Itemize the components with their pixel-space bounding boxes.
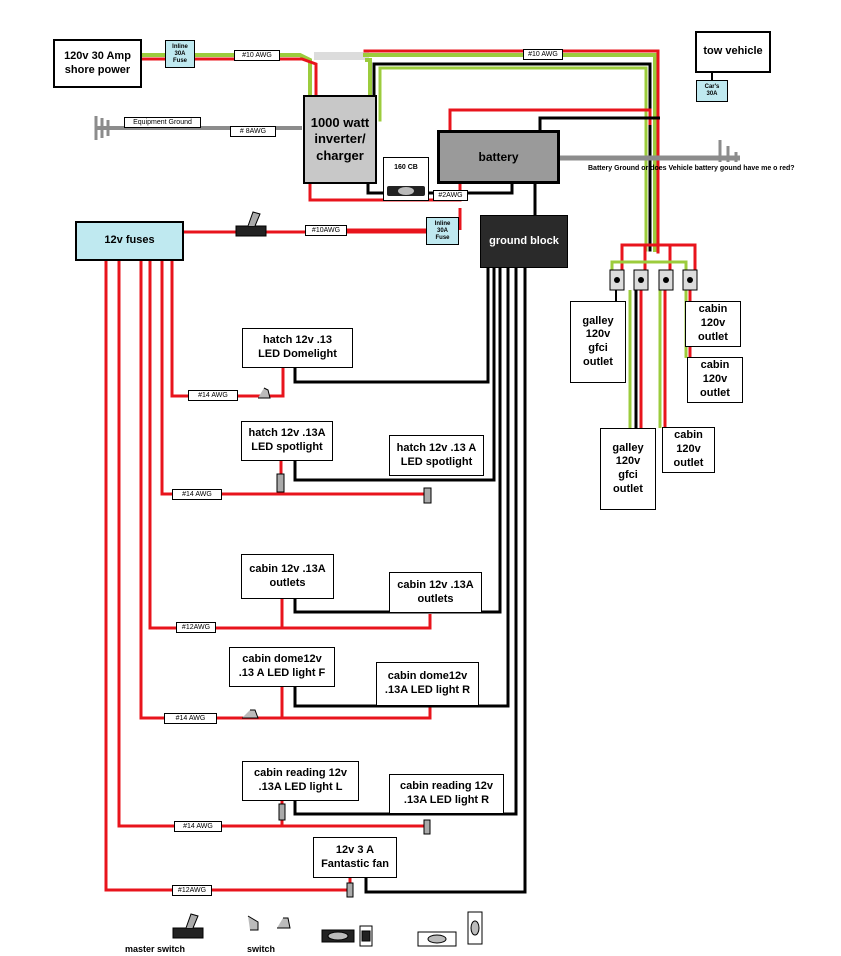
cars-fuse: Car's 30A	[696, 80, 728, 102]
inline-fuse-mid: Inline 30A Fuse	[426, 217, 459, 245]
load-fan: 12v 3 A Fantastic fan	[313, 837, 397, 878]
wire-label: #14 AWG	[188, 390, 238, 401]
inline-fuse-top: Inline 30A Fuse	[165, 40, 195, 68]
switch-icon	[242, 709, 259, 719]
circuit-breaker: 160 CB	[383, 157, 429, 201]
load-hatch-spot-r: hatch 12v .13 A LED spotlight	[389, 435, 484, 476]
switch-icon	[423, 819, 431, 835]
master-switch-inline	[235, 225, 267, 237]
main-feed	[183, 211, 428, 237]
load-cabin-dome-f: cabin dome12v .13 A LED light F	[229, 647, 335, 687]
ground-block: ground block	[480, 215, 568, 268]
shore-power: 120v 30 Amp shore power	[53, 39, 142, 88]
battery-ground-note: Battery Ground or does Vehicle battery g…	[588, 165, 795, 172]
load-hatch-dome: hatch 12v .13 LED Domelight	[242, 328, 353, 368]
switch-icon	[278, 803, 286, 821]
cb-label: 160 CB	[394, 164, 418, 171]
switch-icon	[277, 917, 291, 929]
fuses-panel: 12v fuses	[75, 221, 184, 261]
wire-label: # 8AWG	[230, 126, 276, 137]
load-cabin-dome-r: cabin dome12v .13A LED light R	[376, 662, 479, 706]
legend-icons	[172, 911, 483, 947]
positive-branches	[104, 260, 432, 892]
ac-branch-wires	[610, 243, 697, 428]
switch-symbols	[242, 387, 432, 898]
load-reading-r: cabin reading 12v .13A LED light R	[389, 774, 504, 814]
inverter-charger: 1000 watt inverter/ charger	[303, 95, 377, 184]
switch-icon	[346, 882, 354, 898]
master-switch-icon	[172, 927, 204, 939]
switch-icon	[276, 473, 285, 493]
wire-label: Equipment Ground	[124, 117, 201, 128]
switch-icon	[247, 915, 259, 931]
legend-switch: switch	[247, 944, 276, 954]
wire-label: #14 AWG	[164, 713, 217, 724]
load-reading-l: cabin reading 12v .13A LED light L	[242, 761, 359, 801]
outlet-galley-b: galley 120v gfci outlet	[600, 428, 656, 510]
tow-vehicle: tow vehicle	[695, 31, 771, 73]
ac-feed-wires	[138, 49, 713, 254]
wire-label: #14 AWG	[174, 821, 222, 832]
legend-master-switch: master switch	[125, 944, 186, 954]
wire-label: #14 AWG	[172, 489, 222, 500]
cb-switch-knob	[398, 187, 414, 195]
wire-label: #10AWG	[305, 225, 347, 236]
wire-label: #12AWG	[172, 885, 212, 896]
outlet-cabin-b: cabin 120v outlet	[687, 357, 743, 403]
ground-returns	[293, 268, 527, 894]
wire-label: #12AWG	[176, 622, 216, 633]
outlet-galley-a: galley 120v gfci outlet	[570, 301, 626, 383]
load-hatch-spot-l: hatch 12v .13A LED spotlight	[241, 421, 333, 461]
wire-label: #10 AWG	[234, 50, 280, 61]
outlet-cabin-c: cabin 120v outlet	[662, 427, 715, 473]
switch-icon	[258, 387, 271, 399]
wire-label: #2AWG	[433, 190, 468, 201]
load-cabin-outlets-l: cabin 12v .13A outlets	[241, 554, 334, 599]
battery: battery	[437, 130, 560, 184]
load-cabin-outlets-r: cabin 12v .13A outlets	[389, 572, 482, 613]
outlet-cabin-a: cabin 120v outlet	[685, 301, 741, 347]
outlet-sockets	[609, 269, 698, 291]
wire-label: #10 AWG	[523, 49, 563, 60]
switch-icon	[423, 487, 432, 504]
